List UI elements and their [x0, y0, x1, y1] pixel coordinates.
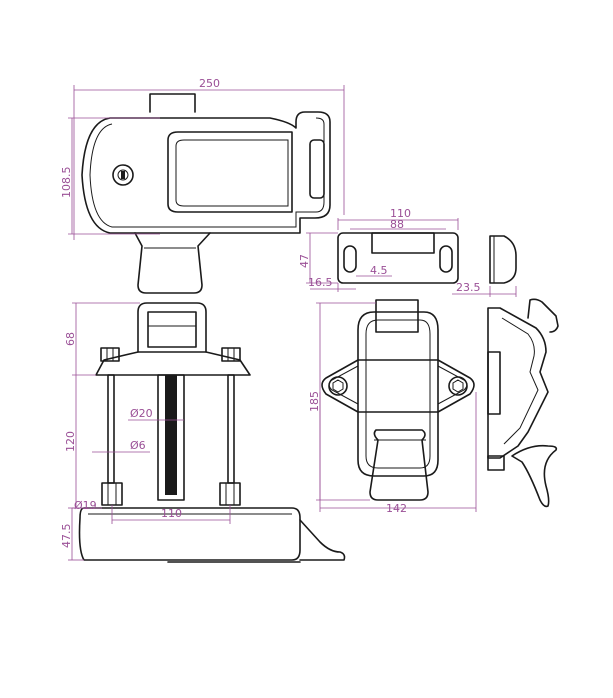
rear-top-tab [375, 299, 419, 333]
rear-flange [321, 359, 475, 413]
lock-keyway [121, 171, 125, 179]
dim-stud-spacing: 110 [161, 507, 182, 520]
side-lever-tail [299, 519, 346, 561]
side-housing [137, 302, 207, 353]
rear-view [321, 299, 475, 501]
profile-top-hook [527, 298, 559, 333]
side-bolt-left [107, 374, 115, 484]
rear-body [357, 311, 439, 477]
keeper-slot-right [439, 245, 453, 273]
dim-keeper-width: 110 [390, 207, 411, 220]
dim-nut-diameter: Ø19 [74, 499, 97, 512]
dim-keeper-edge: 16.5 [308, 276, 333, 289]
dim-height-front: 108.5 [60, 167, 73, 199]
side-bolt-right [227, 374, 235, 484]
profile-plate [487, 351, 501, 415]
side-lower-cover [78, 507, 301, 561]
rear-body-inner [365, 319, 431, 469]
front-right-slot [309, 139, 325, 199]
front-view [81, 93, 331, 294]
keeper-dimensions: 110 88 47 16.5 4.5 [298, 207, 459, 292]
rear-dimensions: 185 142 [308, 302, 477, 515]
rear-bolt-right [448, 376, 468, 396]
dim-rear-width: 142 [386, 502, 407, 515]
front-body [81, 111, 331, 234]
side-bottom-nut-right [219, 482, 241, 506]
keeper-front-view [337, 232, 459, 284]
side-top-nut-right [221, 347, 241, 362]
lock-cylinder-inner [117, 169, 129, 181]
front-dimensions: 250 108.5 [60, 77, 345, 240]
side-bottom-nut-left [101, 482, 123, 506]
profile-body [487, 307, 549, 459]
side-view [78, 302, 346, 563]
dim-keeper-hole-span: 88 [390, 218, 404, 231]
dim-keeper-height: 47 [298, 254, 311, 268]
dim-base-height: 68 [64, 332, 77, 346]
side-handle-window [147, 311, 197, 348]
dim-cover-height: 47.5 [60, 524, 73, 549]
front-handle-recess [167, 131, 293, 213]
dim-stud-diameter: Ø20 [130, 407, 153, 420]
front-handle-recess-inner [175, 139, 289, 207]
dim-slot-width: 4.5 [370, 264, 388, 277]
keeper-side-body [489, 235, 517, 284]
dim-rear-height: 185 [308, 391, 321, 412]
rear-bolt-left [328, 376, 348, 396]
side-top-nut-left [100, 347, 120, 362]
keeper-recess [371, 232, 435, 254]
lock-cylinder [112, 164, 134, 186]
dim-overall-width: 250 [199, 77, 220, 90]
front-lever [134, 232, 211, 294]
dim-keeper-depth: 23.5 [456, 281, 481, 294]
rear-lever [369, 429, 429, 501]
profile-body-inner [501, 317, 539, 445]
front-top-tab [149, 93, 196, 113]
side-dimensions: 68 120 Ø20 Ø6 Ø19 110 47.5 [60, 302, 231, 561]
profile-view [487, 298, 559, 508]
keeper-side-view: 23.5 [452, 235, 517, 297]
profile-base [487, 455, 505, 471]
dim-stud-length: 120 [64, 431, 77, 452]
front-body-inner [89, 117, 325, 228]
dim-bolt-diameter: Ø6 [130, 439, 146, 452]
side-center-stud-core [165, 375, 177, 495]
keeper-slot-left [343, 245, 357, 273]
profile-lever [511, 444, 558, 508]
